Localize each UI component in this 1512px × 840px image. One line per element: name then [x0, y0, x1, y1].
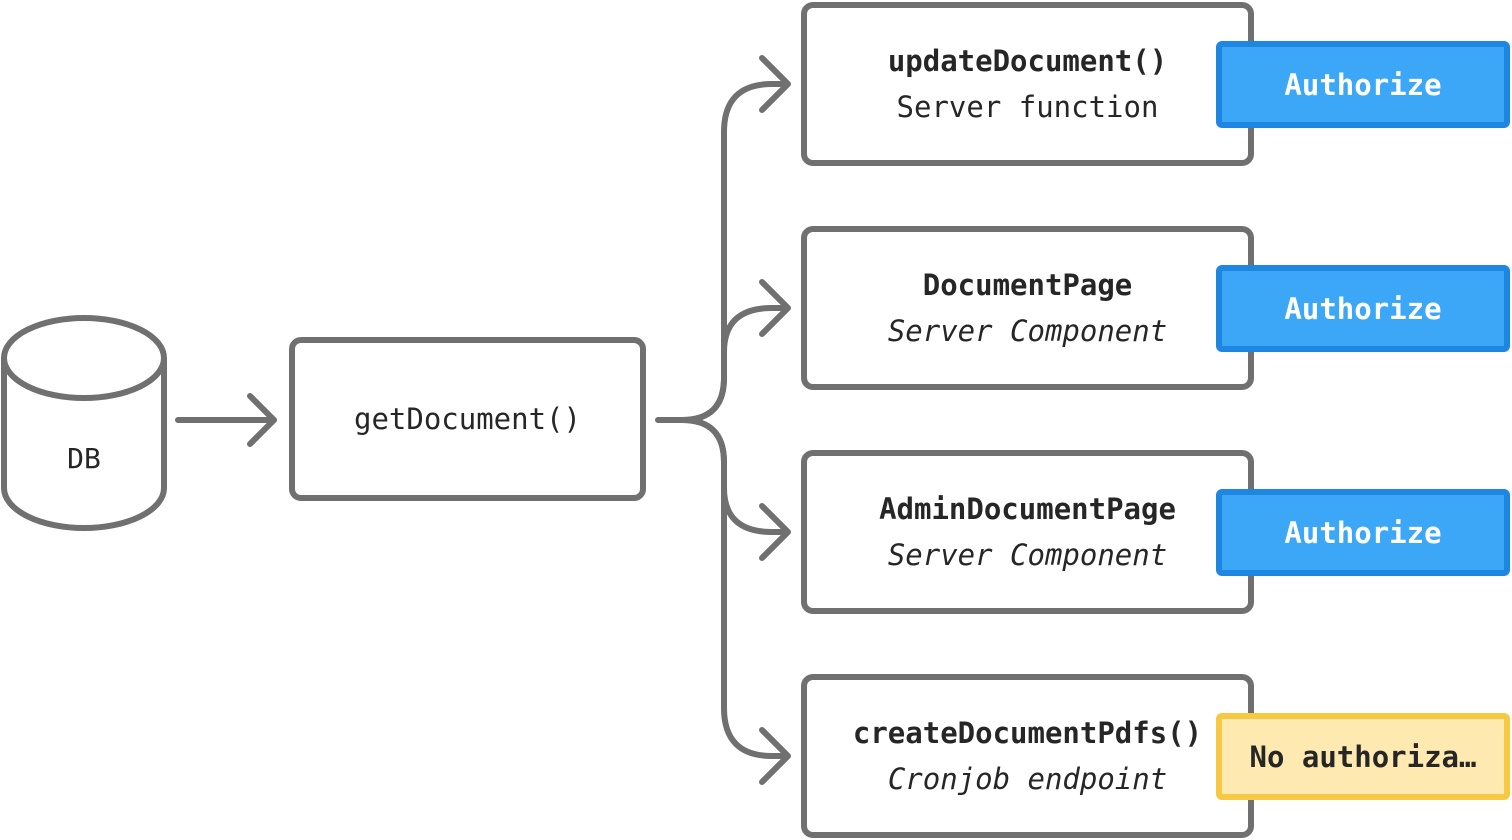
- arrow-db-to-getdocument: [175, 393, 277, 447]
- update-document-authorize-badge: Authorize: [1216, 41, 1510, 128]
- document-page-kind: Server Component: [887, 314, 1168, 348]
- admin-document-page-name: AdminDocumentPage: [879, 492, 1176, 526]
- database-icon: [1, 315, 167, 531]
- arrowhead-update-document: [759, 55, 791, 113]
- update-document-node: updateDocument() Server function: [801, 2, 1254, 166]
- admin-document-page-authorize-badge: Authorize: [1216, 489, 1510, 576]
- document-page-node: DocumentPage Server Component: [801, 226, 1254, 390]
- arrowhead-create-document-pdfs: [759, 727, 791, 785]
- arrowhead-admin-document-page: [759, 503, 791, 561]
- admin-document-page-kind: Server Component: [887, 538, 1168, 572]
- arrowhead-document-page: [759, 279, 791, 337]
- admin-document-page-node: AdminDocumentPage Server Component: [801, 450, 1254, 614]
- document-page-name: DocumentPage: [922, 268, 1133, 302]
- create-document-pdfs-node: createDocumentPdfs() Cronjob endpoint: [801, 674, 1254, 838]
- create-document-pdfs-kind: Cronjob endpoint: [887, 762, 1168, 796]
- document-page-authorize-badge: Authorize: [1216, 265, 1510, 352]
- connector-to-document-page: [679, 305, 787, 423]
- connector-to-create-document-pdfs: [679, 417, 787, 759]
- get-document-label: getDocument(): [354, 402, 581, 436]
- update-document-kind: Server function: [896, 90, 1159, 124]
- arrowheads: [759, 55, 791, 785]
- branch-connectors: [655, 81, 787, 759]
- update-document-name: updateDocument(): [887, 44, 1168, 78]
- database-label: DB: [67, 442, 101, 475]
- create-document-pdfs-name: createDocumentPdfs(): [852, 716, 1203, 750]
- create-document-pdfs-warning-badge: No authoriza…: [1216, 713, 1510, 800]
- get-document-node: getDocument(): [289, 337, 646, 501]
